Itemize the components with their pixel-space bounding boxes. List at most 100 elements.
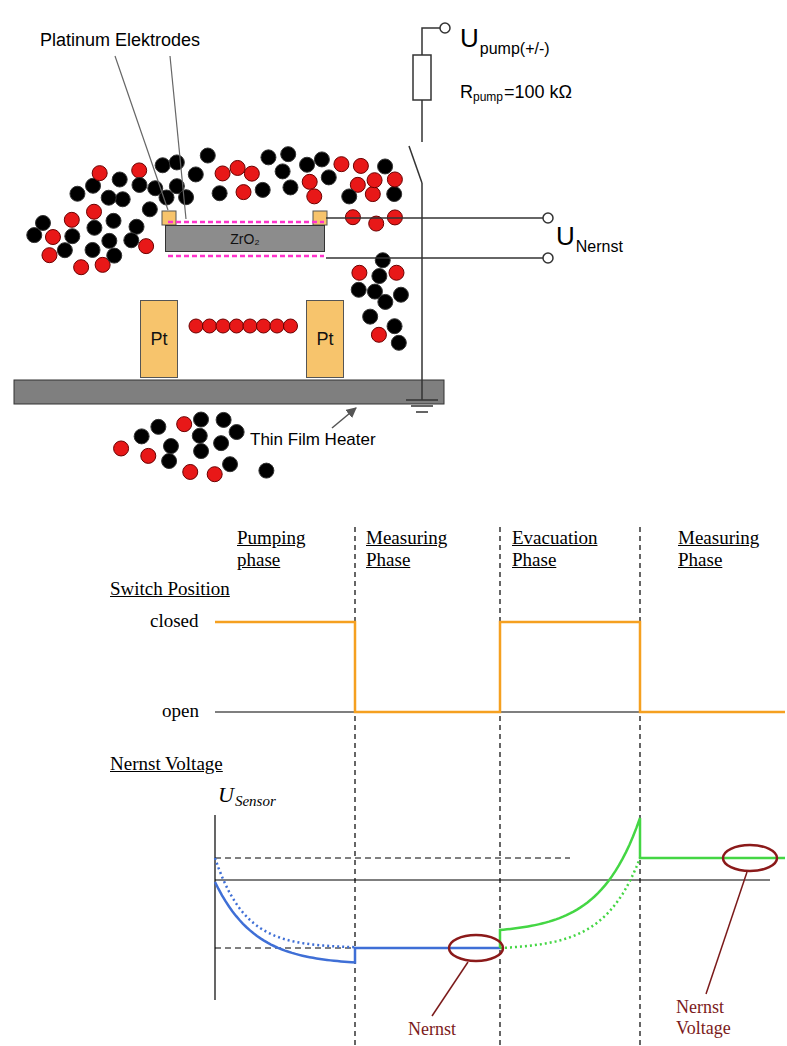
gas-molecule [387, 172, 402, 187]
cavity-oxygen [189, 319, 298, 333]
gas-molecule [212, 186, 227, 201]
gas-molecule [35, 215, 50, 230]
platinum-spacer: Pt [140, 300, 178, 378]
gas-molecule [57, 243, 72, 258]
switch-symbol [409, 146, 422, 183]
gas-molecule [65, 229, 80, 244]
gas-molecule [215, 166, 230, 181]
gas-molecule [85, 242, 100, 257]
phase-heading: Evacuation Phase [512, 527, 624, 571]
gas-molecule [194, 444, 209, 459]
gas-molecule [200, 148, 215, 163]
axis-label: closed [150, 610, 199, 632]
gas-molecule [183, 464, 198, 479]
switch-signal [215, 622, 785, 712]
gas-molecule [259, 463, 274, 478]
gas-molecule [352, 265, 367, 280]
gas-molecule [283, 180, 298, 195]
terminal [543, 213, 553, 223]
gas-molecule [92, 166, 107, 181]
gas-molecule [389, 265, 404, 280]
resistor-symbol [413, 55, 431, 100]
gas-molecule [114, 441, 129, 456]
gas-molecule [371, 327, 386, 342]
oxygen-molecule [230, 319, 244, 333]
phase-divider [639, 527, 640, 1046]
platinum-electrode [168, 221, 324, 224]
phase-heading: Measuring Phase [678, 527, 782, 571]
gas-molecule [207, 467, 222, 482]
gas-molecule [378, 159, 393, 174]
gas-molecule [45, 230, 60, 245]
callout-label: Platinum Elektrodes [40, 30, 200, 51]
gas-molecule [106, 213, 121, 228]
gas-molecule [275, 164, 290, 179]
gas-molecule [112, 172, 127, 187]
gas-molecule [387, 319, 402, 334]
signal-subscript: pump(+/-) [480, 40, 550, 58]
level-line [215, 858, 570, 859]
wire [421, 183, 423, 400]
voltage-curve [215, 882, 500, 962]
wire [326, 217, 543, 219]
gas-molecule [102, 233, 117, 248]
oxygen-molecule [203, 319, 217, 333]
callout-label: Nernst [408, 1019, 456, 1040]
chart-heading: Switch Position [110, 578, 230, 600]
axis-label: open [162, 700, 199, 722]
gas-molecule [169, 155, 184, 170]
gas-molecule [375, 253, 390, 268]
signal-subscript: pump [473, 91, 503, 105]
gas-molecule [155, 158, 170, 173]
gas-molecule [351, 282, 366, 297]
circuit [326, 23, 553, 412]
heater-substrate [14, 380, 444, 404]
gas-molecule [134, 429, 149, 444]
phase-heading: Pumping phase [237, 527, 327, 571]
axis-line [214, 815, 215, 1000]
gas-molecule [87, 220, 102, 235]
component-value: R [460, 82, 473, 103]
leader-line [115, 56, 168, 210]
gas-molecule [177, 417, 192, 432]
phase-heading: Measuring Phase [366, 527, 478, 571]
gas-molecule [162, 454, 177, 469]
leader-line [706, 872, 747, 994]
phase-divider [354, 527, 355, 1046]
node-label: ZrO₂ [230, 231, 260, 247]
gas-molecule [307, 189, 322, 204]
oxygen-molecule [284, 319, 298, 333]
gas-molecule [132, 177, 147, 192]
gas-molecule [372, 269, 387, 284]
axis-label: U [218, 782, 234, 807]
signal-name: U [556, 222, 575, 252]
ground-symbol [406, 400, 438, 412]
gas-molecule [229, 425, 244, 440]
gas-molecule [192, 428, 207, 443]
phase-divider [499, 527, 500, 1046]
platinum-spacer: Pt [306, 300, 344, 378]
gas-molecule [141, 448, 156, 463]
chart-heading: Nernst Voltage [110, 753, 223, 775]
gas-molecule [302, 174, 317, 189]
gas-molecule [163, 439, 178, 454]
oxygen-molecule [216, 319, 230, 333]
gas-molecule [101, 190, 116, 205]
gas-molecule [365, 187, 380, 202]
gas-molecule [281, 147, 296, 162]
component-value: =100 kΩ [504, 82, 572, 103]
voltage-curve [500, 858, 640, 948]
oxygen-molecule [189, 319, 203, 333]
gas-molecule [194, 412, 209, 427]
gas-molecule [314, 152, 329, 167]
gas-molecule [139, 239, 154, 254]
terminal [543, 253, 553, 263]
gas-molecule [64, 212, 79, 227]
gas-molecule [107, 248, 122, 263]
gas-molecule [300, 157, 315, 172]
gas-molecule [214, 436, 229, 451]
gas-molecule [74, 260, 89, 275]
gas-molecule [132, 163, 147, 178]
